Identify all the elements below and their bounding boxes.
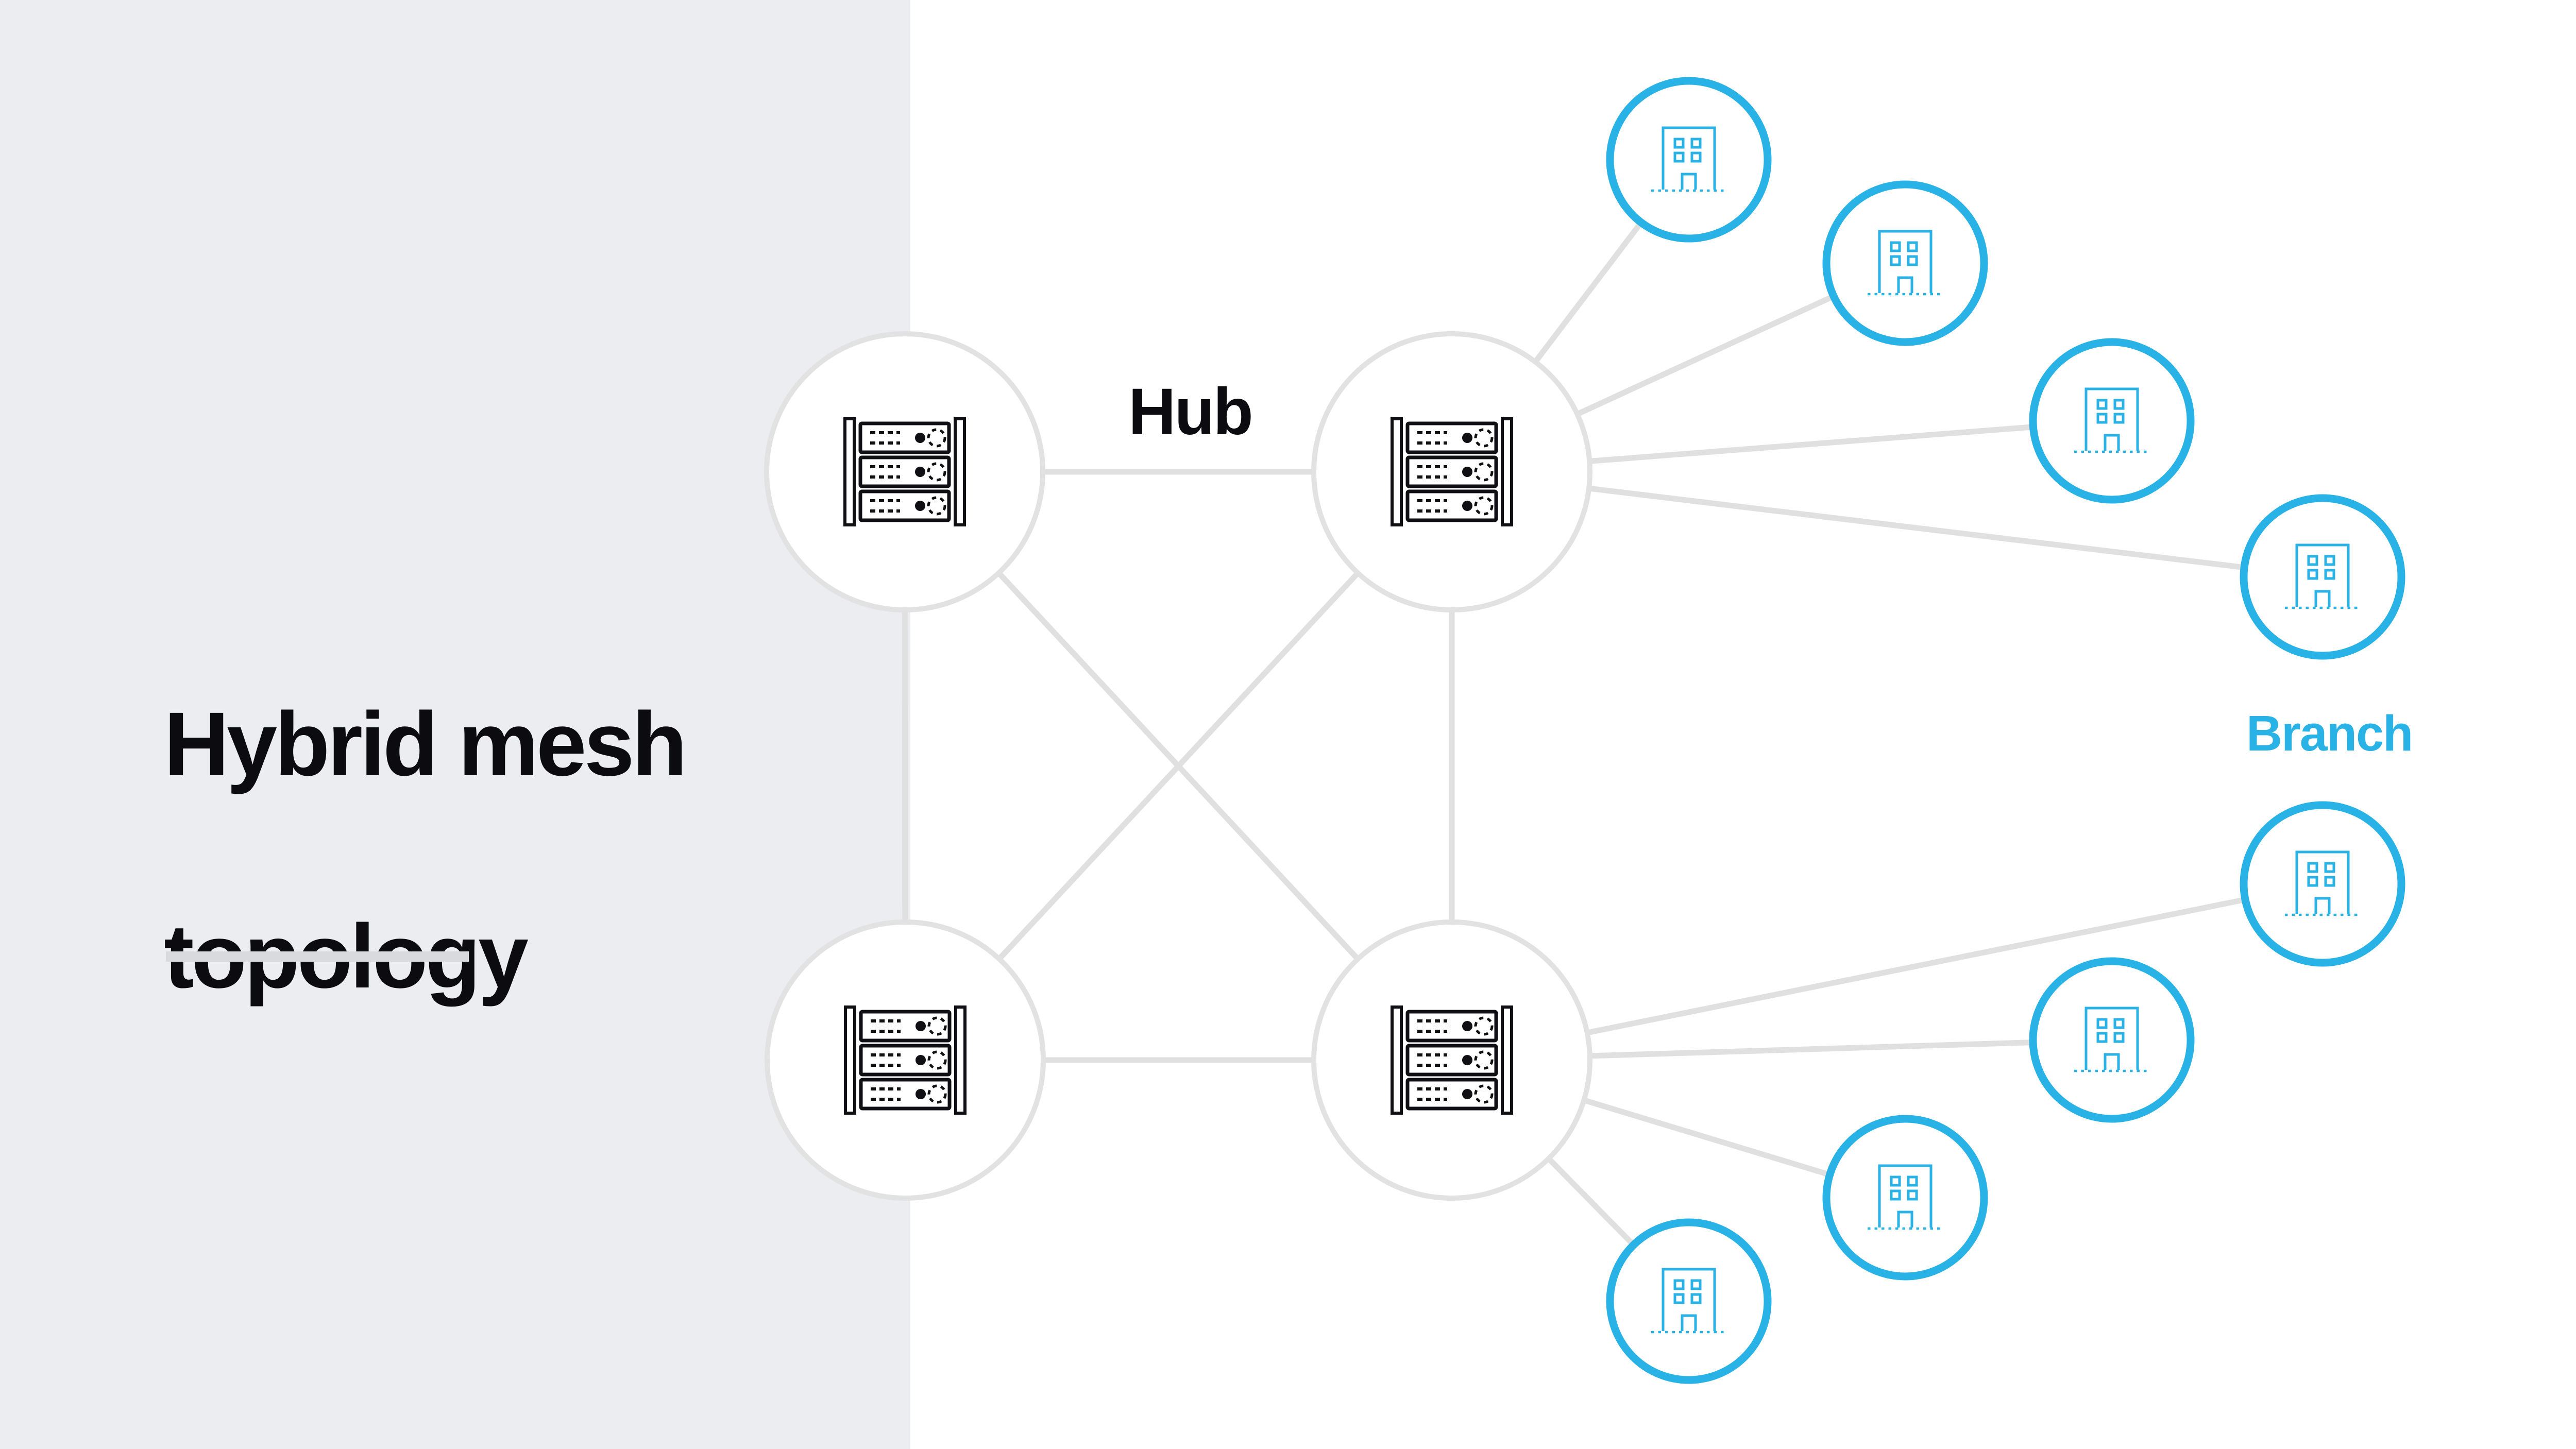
server-rack-icon — [1392, 1007, 1512, 1113]
server-rack-icon — [1392, 419, 1512, 525]
page-title: Hybrid mesh topology — [164, 691, 687, 1010]
connection-line — [1451, 469, 2323, 580]
hub-node-3 — [765, 919, 1046, 1201]
hub-node-2 — [1311, 331, 1592, 612]
hub-node-1 — [764, 331, 1045, 612]
title-underline — [166, 951, 469, 962]
branch-node-5 — [2240, 801, 2405, 967]
page-title-line-1: Hybrid mesh — [164, 694, 687, 795]
branch-label: Branch — [2246, 705, 2413, 761]
branch-node-3 — [2029, 338, 2195, 504]
hub-label: Hub — [1128, 375, 1253, 449]
branch-node-8 — [1606, 1218, 1772, 1384]
branch-node-1 — [1606, 77, 1772, 243]
hub-node-4 — [1311, 919, 1592, 1201]
branch-node-2 — [1822, 180, 1988, 346]
connection-line — [1451, 881, 2324, 1063]
left-panel — [0, 0, 910, 1449]
server-rack-icon — [845, 419, 964, 525]
branch-node-7 — [1822, 1115, 1988, 1281]
branch-node-4 — [2240, 494, 2405, 660]
branch-node-6 — [2029, 957, 2195, 1123]
server-rack-icon — [845, 1007, 965, 1113]
